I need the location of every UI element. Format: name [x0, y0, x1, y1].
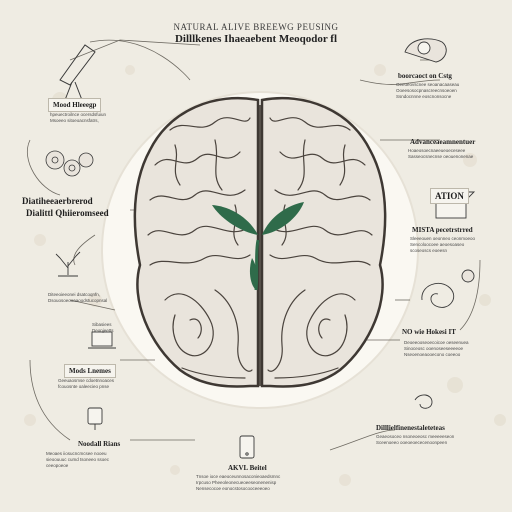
label-no-weakest: NO wie Hokesi IT: [402, 328, 456, 336]
label-disturbance-2: Dialittl Qhiieromseed: [26, 208, 109, 218]
leaf-left-icon: [212, 205, 258, 235]
label-bottom-right: Dilllielfinenestaleteteas: [376, 424, 445, 432]
label-disturbance-1: Diatiheeaerbrerod: [22, 196, 93, 206]
shell-icon: [421, 282, 455, 308]
label-top-right: boorcaoct on Cstg: [398, 72, 452, 80]
label-mood-balance: Mods Lnemes: [64, 364, 116, 378]
cells-icon: [45, 150, 94, 177]
label-ation: ATION: [430, 188, 469, 204]
background-spots: [24, 64, 506, 486]
label-akvl: AKVL Beitel: [228, 464, 267, 472]
brain-illustration: [133, 96, 387, 388]
lamp-icon: [87, 407, 103, 430]
label-advance: Advanceaeamnentuer: [410, 138, 476, 146]
reader-icon: [404, 38, 447, 63]
label-mood: Mood Hleeegp: [48, 98, 102, 112]
phone-icon: [239, 435, 255, 459]
subtitle-top: NATURAL ALIVE BREEWG PEUSING: [173, 22, 339, 32]
desc-left-mid: Diteeoieeonei dsatcoqnfn,Dsouosoeooaaood…: [48, 292, 108, 303]
label-mista: MISTA pecetrstrred: [412, 226, 473, 234]
label-noodal: Noodall Rians: [78, 440, 121, 448]
curl-icon: [414, 394, 433, 409]
tree-icon: [55, 251, 81, 277]
page-title: Dilllkenes Ihaeaebent Meoqodor fl: [174, 33, 338, 45]
laptop-icon: [88, 331, 116, 349]
orb-icon: [461, 269, 475, 283]
leaf-right-icon: [262, 202, 304, 235]
telescope-icon: [59, 44, 96, 101]
